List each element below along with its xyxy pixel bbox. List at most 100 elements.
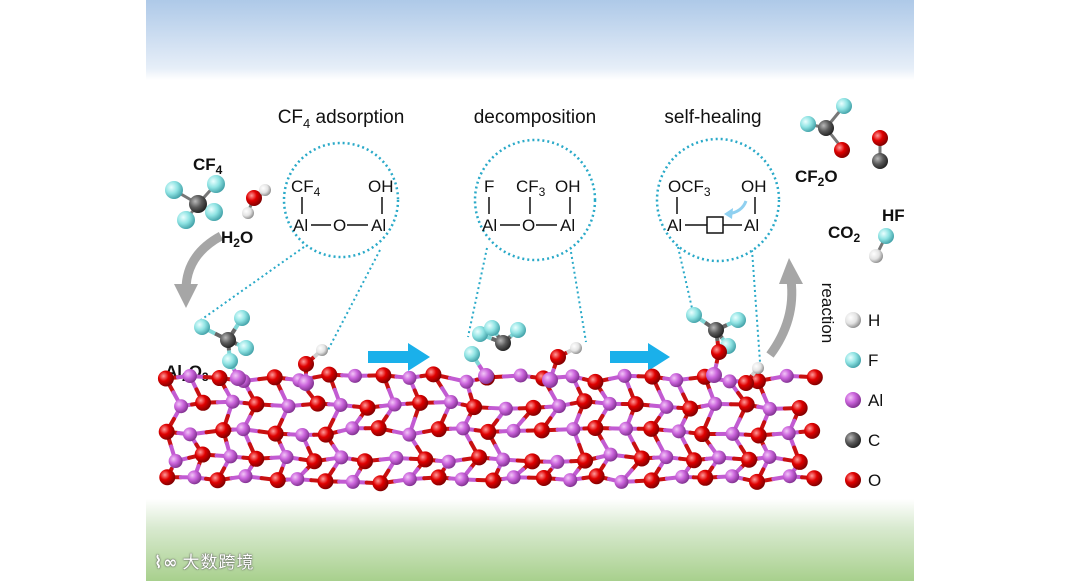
slab-aluminum-atom [347, 368, 362, 383]
slab-oxygen-atom [791, 453, 808, 470]
surface-adsorbates [194, 307, 764, 391]
magnifier-circle-decomposition [473, 138, 597, 262]
slab-aluminum-atom [182, 368, 197, 383]
svg-text:Al: Al [482, 216, 497, 235]
slab-oxygen-atom [370, 420, 387, 437]
slab-oxygen-atom [417, 451, 434, 468]
adsorbed-ocf3 [686, 307, 746, 383]
slab-aluminum-atom [659, 399, 674, 414]
adsorbate-atom-c [708, 322, 724, 338]
slab-oxygen-atom [375, 367, 392, 384]
adsorbate-atom-c [495, 335, 511, 351]
slab-oxygen-atom [791, 399, 808, 416]
adsorbate-atom-h [752, 362, 764, 374]
slab-aluminum-atom [441, 454, 456, 469]
slab-oxygen-atom [372, 475, 389, 492]
svg-text:Al: Al [560, 216, 575, 235]
watermark-logo-icon: ⌇∞ [154, 553, 179, 573]
magnifier-circle-self-healing [655, 137, 781, 263]
slab-aluminum-atom [402, 427, 417, 442]
slab-oxygen-atom [211, 370, 228, 387]
adsorbate-atom-f [238, 340, 254, 356]
slab-aluminum-atom [333, 397, 348, 412]
slab-aluminum-atom [290, 472, 305, 487]
slab-aluminum-atom [617, 368, 632, 383]
adsorbate-atom-f [730, 312, 746, 328]
slab-oxygen-atom [430, 469, 447, 486]
slab-aluminum-atom [779, 368, 794, 383]
reaction-arrow [766, 279, 797, 358]
slab-oxygen-atom [248, 450, 265, 467]
co2-label: CO2 [828, 223, 861, 245]
adsorption-structure: CF4 OH Al O Al [291, 177, 394, 235]
slab-oxygen-atom [309, 395, 326, 412]
slab-aluminum-atom [402, 370, 417, 385]
top-gradient-band [146, 0, 914, 80]
slab-aluminum-atom [498, 401, 513, 416]
slab-aluminum-atom [618, 421, 633, 436]
slab-oxygen-atom [682, 400, 699, 417]
svg-text:Al: Al [667, 216, 682, 235]
legend-swatch-al [845, 392, 861, 408]
slab-oxygen-atom [466, 399, 483, 416]
slab-oxygen-atom [159, 469, 176, 486]
svg-text:Al: Al [371, 216, 386, 235]
adsorbate-atom-al [298, 375, 314, 391]
decomposition-structure: F CF3 OH Al O Al [482, 177, 581, 235]
slab-aluminum-atom [238, 469, 253, 484]
slab-aluminum-atom [295, 427, 310, 442]
slab-oxygen-atom [480, 423, 497, 440]
slab-oxygen-atom [317, 426, 334, 443]
slab-aluminum-atom [563, 473, 578, 488]
reaction-diagram: CF4 adsorption decomposition self-healin… [157, 98, 905, 492]
slab-aluminum-atom [614, 474, 629, 489]
slab-oxygen-atom [806, 369, 823, 386]
slab-oxygen-atom [588, 468, 605, 485]
slab-aluminum-atom [506, 423, 521, 438]
slab-oxygen-atom [269, 472, 286, 489]
h2o-molecule [242, 184, 271, 219]
slab-oxygen-atom [485, 472, 502, 489]
slab-oxygen-atom [471, 449, 488, 466]
slab-oxygen-atom [587, 420, 604, 437]
adsorbate-atom-al [542, 372, 558, 388]
slab-aluminum-atom [550, 454, 565, 469]
adsorbate-atom-al [230, 370, 246, 386]
slab-aluminum-atom [459, 374, 474, 389]
legend-label-f: F [868, 351, 878, 370]
adsorbate-atom-c [220, 332, 236, 348]
slab-oxygen-atom [627, 396, 644, 413]
slab-oxygen-atom [359, 399, 376, 416]
slab-oxygen-atom [741, 451, 758, 468]
slab-oxygen-atom [356, 453, 373, 470]
adsorbate-atom-f [234, 310, 250, 326]
slab-aluminum-atom [762, 449, 777, 464]
slab-aluminum-atom [675, 469, 690, 484]
svg-text:O: O [522, 216, 535, 235]
adsorbate-atom-f [510, 322, 526, 338]
slab-oxygen-atom [525, 399, 542, 416]
legend-swatch-c [845, 432, 861, 448]
slab-oxygen-atom [633, 450, 650, 467]
slab-oxygen-atom [535, 470, 552, 487]
legend-label-o: O [868, 471, 881, 490]
svg-text:F: F [484, 177, 494, 196]
adsorbate-atom-o [298, 356, 314, 372]
slab-oxygen-atom [209, 472, 226, 489]
adsorbate-atom-h [316, 344, 328, 356]
slab-oxygen-atom [158, 423, 175, 440]
slab-aluminum-atom [565, 369, 580, 384]
flow-arrow-1 [368, 343, 430, 371]
adsorbate-atom-o [550, 349, 566, 365]
bottom-gradient-band [146, 499, 914, 581]
slab-oxygen-atom [524, 453, 541, 470]
slab-aluminum-atom [669, 373, 684, 388]
slab-aluminum-atom [659, 450, 674, 465]
slab-oxygen-atom [533, 422, 550, 439]
decomposition-title: decomposition [474, 107, 597, 128]
slab-oxygen-atom [643, 472, 660, 489]
adsorption-title: CF4 adsorption [278, 107, 405, 131]
slab-oxygen-atom [686, 452, 703, 469]
slab-aluminum-atom [454, 472, 469, 487]
slab-aluminum-atom [762, 401, 777, 416]
